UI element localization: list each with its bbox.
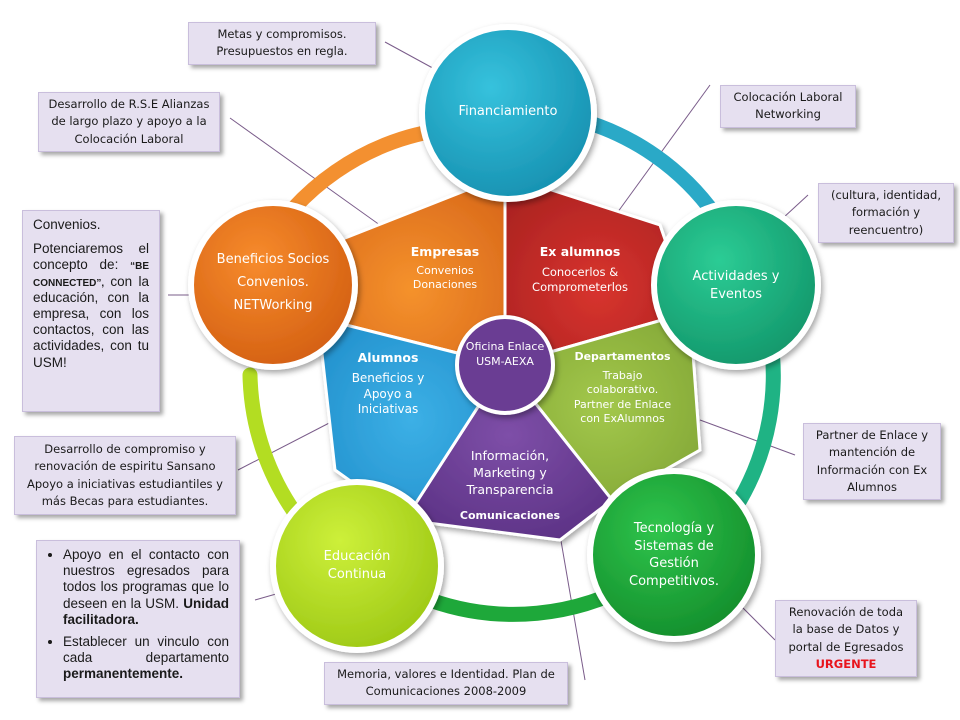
circle-tecnologia bbox=[587, 468, 761, 642]
note-renovacion-text: Renovación de toda la base de Datos y po… bbox=[788, 605, 904, 654]
segment-informacion-body: Comunicaciones bbox=[459, 508, 561, 522]
center-pentagon bbox=[316, 172, 702, 542]
note-apoyo-item-2-bold: permanentemente. bbox=[63, 666, 184, 682]
note-rse: Desarrollo de R.S.E Alianzas de largo pl… bbox=[38, 92, 220, 152]
note-convenios: Convenios. Potenciaremos el concepto de:… bbox=[22, 210, 160, 412]
outer-circles bbox=[188, 24, 821, 653]
note-apoyo-item-1: Apoyo en el contacto con nuestros egresa… bbox=[63, 547, 229, 628]
segment-exalumnos-body: Conocerlos & Comprometerlos bbox=[532, 265, 628, 294]
note-partner: Partner de Enlace y mantención de Inform… bbox=[803, 423, 941, 500]
note-apoyo-item-2-text: Establecer un vinculo con cada departame… bbox=[63, 633, 229, 666]
note-convenios-highlight: “BE CONNECTED”, bbox=[33, 261, 149, 289]
circle-beneficios-line2: Convenios. bbox=[237, 275, 309, 290]
circle-financiamiento bbox=[419, 24, 597, 202]
circle-actividades bbox=[651, 200, 821, 370]
note-convenios-start: Potenciaremos el concepto de: bbox=[33, 241, 149, 273]
note-renovacion-urgent: URGENTE bbox=[815, 656, 877, 671]
note-apoyo-item-2: Establecer un vinculo con cada departame… bbox=[63, 634, 229, 683]
note-desarrollo: Desarrollo de compromiso y renovación de… bbox=[14, 436, 236, 515]
circle-beneficios bbox=[188, 200, 358, 370]
segment-informacion-text: Información, Marketing y Transparencia C… bbox=[445, 448, 575, 522]
note-colocacion: Colocación Laboral Networking bbox=[720, 85, 856, 128]
segment-alumnos-text: Alumnos Beneficios y Apoyo a Iniciativas bbox=[338, 350, 438, 418]
note-cultura: (cultura, identidad, formación y reencue… bbox=[818, 183, 954, 243]
circle-beneficios-line1: Beneficios Socios bbox=[216, 252, 330, 267]
segment-departamentos-title: Departamentos bbox=[574, 350, 671, 363]
note-apoyo-item-1-text: Apoyo en el contacto con nuestros egresa… bbox=[63, 547, 229, 611]
segment-empresas-body: Convenios Donaciones bbox=[412, 264, 478, 292]
center-hub bbox=[455, 315, 555, 415]
segment-exalumnos-title: Ex alumnos bbox=[539, 244, 621, 259]
circle-beneficios-label: Beneficios Socios Convenios. NETWorking bbox=[208, 252, 338, 313]
note-metas: Metas y compromisos. Presupuestos en reg… bbox=[188, 22, 376, 65]
circle-educacion bbox=[270, 479, 444, 653]
note-apoyo: Apoyo en el contacto con nuestros egresa… bbox=[36, 540, 240, 698]
note-renovacion: Renovación de toda la base de Datos y po… bbox=[775, 600, 917, 677]
segment-empresas-text: Empresas Convenios Donaciones bbox=[385, 244, 505, 293]
circle-educacion-label: Educación Continua bbox=[323, 549, 391, 582]
segment-informacion-title: Información, Marketing y Transparencia bbox=[466, 448, 554, 497]
segment-departamentos-text: Departamentos Trabajo colaborativo. Part… bbox=[565, 350, 680, 426]
note-memoria: Memoria, valores e Identidad. Plan de Co… bbox=[324, 662, 568, 705]
circle-financiamiento-label: Financiamiento bbox=[458, 104, 558, 119]
segment-alumnos-title: Alumnos bbox=[357, 350, 419, 365]
note-convenios-body: Potenciaremos el concepto de: “BE CONNEC… bbox=[33, 241, 149, 371]
segment-departamentos-body: Trabajo colaborativo. Partner de Enlace … bbox=[573, 369, 672, 425]
note-convenios-heading: Convenios. bbox=[33, 217, 101, 232]
segment-empresas-title: Empresas bbox=[410, 244, 480, 259]
segment-exalumnos-text: Ex alumnos Conocerlos & Comprometerlos bbox=[510, 244, 650, 295]
segment-alumnos-body: Beneficios y Apoyo a Iniciativas bbox=[351, 371, 425, 417]
circle-tecnologia-label: Tecnología y Sistemas de Gestión Competi… bbox=[629, 521, 719, 589]
center-label: Oficina Enlace USM-AEXA bbox=[465, 340, 545, 368]
circle-actividades-label: Actividades y Eventos bbox=[692, 269, 780, 302]
note-apoyo-list: Apoyo en el contacto con nuestros egresa… bbox=[47, 547, 229, 683]
note-apoyo-item-1-bold: Unidad facilitadora. bbox=[63, 595, 229, 627]
circle-beneficios-line3: NETWorking bbox=[233, 298, 313, 313]
note-convenios-end: con la educación, con la empresa, con lo… bbox=[33, 273, 149, 370]
